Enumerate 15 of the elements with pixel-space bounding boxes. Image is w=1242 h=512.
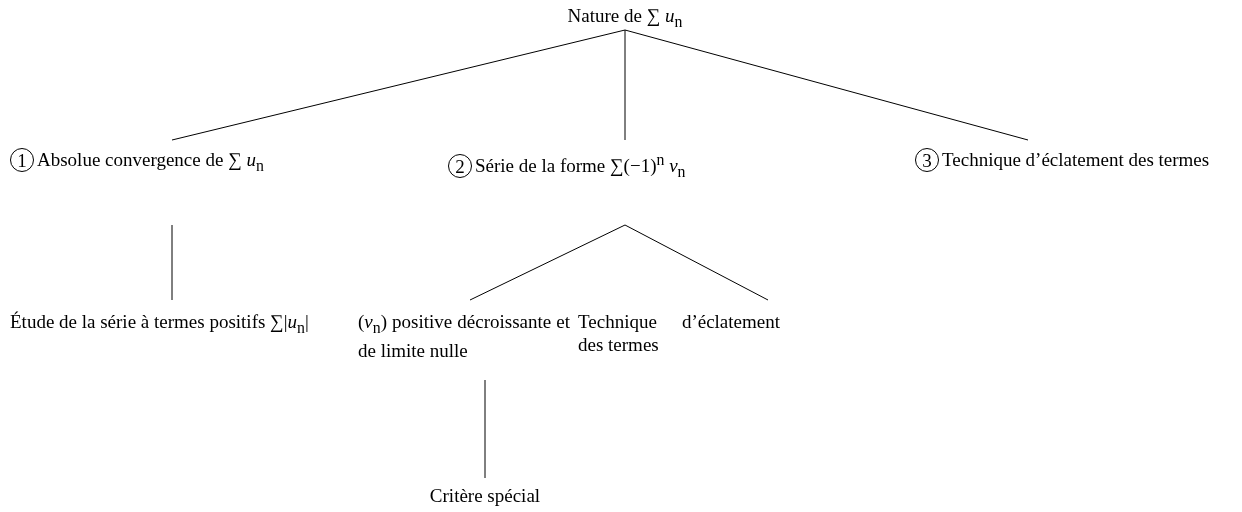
connector-line xyxy=(624,29,1029,141)
connector-line xyxy=(171,29,626,141)
node-label: Absolue convergence de ∑ u$_{n}$ xyxy=(37,149,264,170)
node-label: Étude de la série à termes positifs ∑|u$_{n}$| xyxy=(10,311,309,332)
node-label: Technique d’éclatement des termes xyxy=(578,311,780,355)
node-label: Technique d’éclatement des termes xyxy=(942,149,1210,170)
node-label: Critère spécial xyxy=(429,485,541,506)
connector-line xyxy=(469,224,626,301)
node-label: (v$_{n}$) positive décroissante et de limite nulle xyxy=(358,311,570,361)
connector-line xyxy=(624,224,769,301)
connector-line xyxy=(624,29,626,141)
node-label: Nature de ∑ u$_{n}$ xyxy=(567,5,683,26)
connector-line xyxy=(171,224,173,301)
connector-line xyxy=(484,379,486,479)
node-label: Série de la forme ∑(−1)$^{n}$ v$_{n}$ xyxy=(475,155,686,177)
